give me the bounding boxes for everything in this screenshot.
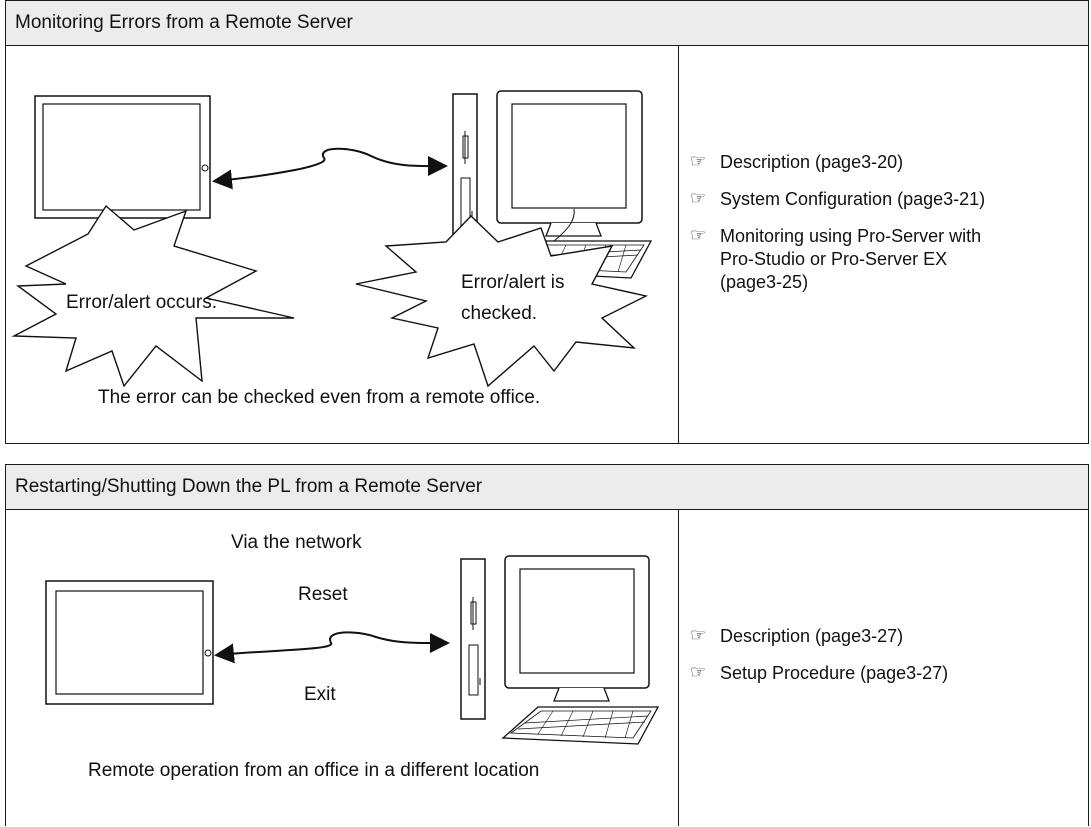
column-divider <box>678 46 679 443</box>
pl-panel-icon <box>34 95 211 219</box>
column-divider <box>678 510 679 826</box>
network-label: Via the network <box>231 532 362 553</box>
burst-left-label: Error/alert occurs. <box>66 292 217 313</box>
pointing-hand-icon: ☞ <box>690 188 707 208</box>
pointing-hand-icon: ☞ <box>690 225 707 245</box>
connection-arrow <box>212 147 448 190</box>
connection-arrow <box>214 631 450 664</box>
link-monitoring-pro-server[interactable]: ☞ Monitoring using Pro-Server with Pro-S… <box>690 225 982 292</box>
computer-icon <box>460 555 660 745</box>
exit-label: Exit <box>304 684 336 705</box>
error-burst-right <box>355 215 649 388</box>
pl-panel-icon <box>45 580 214 705</box>
section-title: Restarting/Shutting Down the PL from a R… <box>6 465 1088 510</box>
link-description[interactable]: ☞ Description (page3-20) <box>690 151 904 172</box>
section-monitoring-errors: Monitoring Errors from a Remote Server <box>5 0 1089 444</box>
link-system-configuration[interactable]: ☞ System Configuration (page3-21) <box>690 188 986 209</box>
diagram-caption: The error can be checked even from a rem… <box>98 387 540 408</box>
reference-links: ☞ Description (page3-20) ☞ System Config… <box>690 151 985 308</box>
restart-diagram: Via the network Reset Exit <box>45 532 660 781</box>
section-restart-shutdown: Restarting/Shutting Down the PL from a R… <box>5 464 1089 826</box>
link-description[interactable]: ☞ Description (page3-27) <box>690 625 904 646</box>
reset-label: Reset <box>298 584 348 605</box>
reference-links: ☞ Description (page3-27) ☞ Setup Procedu… <box>690 625 948 699</box>
monitoring-diagram: Error/alert occurs. Error/alert is check… <box>11 90 653 408</box>
link-setup-procedure[interactable]: ☞ Setup Procedure (page3-27) <box>690 662 949 683</box>
burst-right-label-2: checked. <box>461 303 537 324</box>
error-burst-left <box>11 204 295 388</box>
diagram-caption: Remote operation from an office in a dif… <box>88 760 539 781</box>
section-title: Monitoring Errors from a Remote Server <box>6 1 1088 46</box>
pointing-hand-icon: ☞ <box>690 151 707 171</box>
burst-right-label-1: Error/alert is <box>461 272 564 293</box>
pointing-hand-icon: ☞ <box>690 662 707 682</box>
pointing-hand-icon: ☞ <box>690 625 707 645</box>
